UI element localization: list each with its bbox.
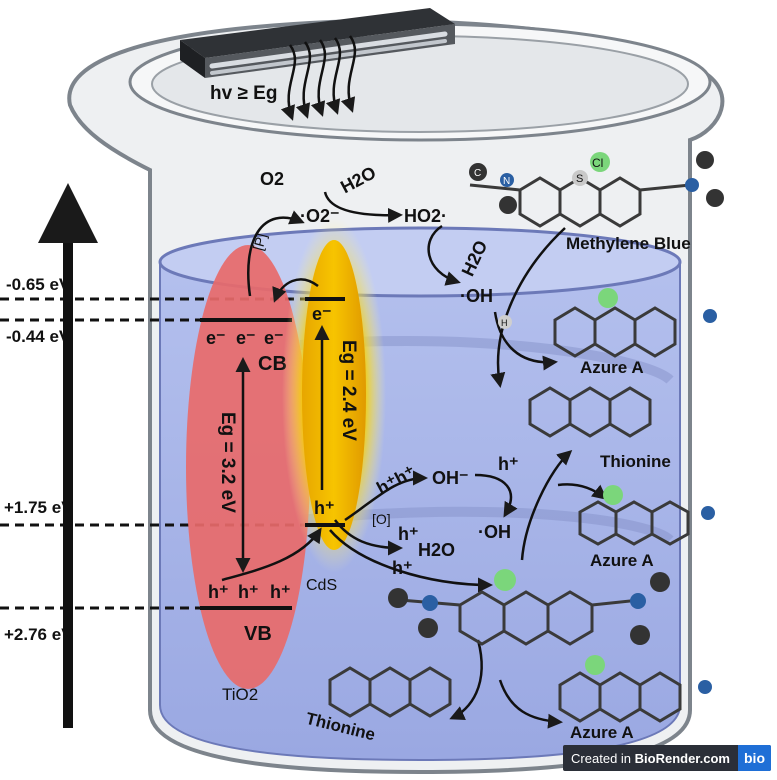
- carbon-atom-3: [696, 151, 714, 169]
- biorender-logo: bio: [738, 745, 771, 771]
- nitrogen-label-1: N: [503, 176, 510, 187]
- nitrogen-atom-1: [500, 173, 514, 187]
- h-plus-c-label: h⁺: [392, 558, 413, 578]
- nitrogen-atom-7: [698, 680, 712, 694]
- sulfur-atom-1: [572, 170, 588, 186]
- tio2-name: TiO2: [222, 685, 258, 704]
- tio2-hole-2: h⁺: [238, 582, 259, 602]
- biorender-watermark: Created in BioRender.com bio: [563, 745, 771, 771]
- cds-hole: h⁺: [314, 498, 335, 518]
- hydrogen-atom-1: [498, 315, 512, 329]
- tio2-electron-2: e⁻: [236, 328, 256, 348]
- chlorine-atom-4: [494, 569, 516, 591]
- tio2-hole-1: h⁺: [208, 582, 229, 602]
- atom-spheres: Cl S C N H: [388, 151, 724, 694]
- transfer-arrows: [221, 191, 608, 729]
- sulfur-label-1: S: [576, 173, 583, 185]
- tio2-gap-label: Eg = 3.2 eV: [217, 412, 238, 513]
- lamp-label: hv ≥ Eg: [210, 83, 277, 104]
- carbon-atom-8: [630, 625, 650, 645]
- h-plus-a-label: h⁺: [498, 454, 519, 474]
- cds-gap-label: Eg = 2.4 eV: [338, 340, 359, 441]
- watermark-prefix: Created in: [571, 750, 635, 766]
- methylene-blue-label: Methylene Blue: [566, 234, 691, 253]
- carbon-atom-6: [418, 618, 438, 638]
- chlorine-atom-1: [590, 152, 610, 172]
- uv-lamp: [180, 8, 455, 78]
- oh-minus-label: OH⁻: [432, 468, 469, 488]
- nitrogen-atom-3: [703, 309, 717, 323]
- energy-level-labels: -0.65 eV -0.44 eV +1.75 eV +2.76 eV: [4, 275, 73, 644]
- energy-level-4: +2.76 eV: [4, 625, 73, 644]
- energy-level-3: +1.75 eV: [4, 498, 73, 517]
- carbon-atom-4: [706, 189, 724, 207]
- uv-light-rays: [280, 35, 357, 121]
- o-bracket: [O]: [372, 511, 391, 527]
- carbon-atom-5: [388, 588, 408, 608]
- chlorine-atom-3: [603, 485, 623, 505]
- nitrogen-atom-4: [701, 506, 715, 520]
- carbon-atom-2: [499, 196, 517, 214]
- h-plus-b-label: h⁺: [398, 524, 419, 544]
- energy-level-1: -0.65 eV: [6, 275, 71, 294]
- chlorine-label-1: Cl: [592, 156, 603, 170]
- carbon-atom-1: [469, 163, 487, 181]
- chlorine-atom-2: [598, 288, 618, 308]
- nitrogen-atom-2: [685, 178, 699, 192]
- azure-a-label-2: Azure A: [590, 551, 654, 570]
- h2o-low-label: H2O: [418, 540, 455, 560]
- hydrogen-label-1: H: [501, 318, 508, 328]
- watermark-text: Created in BioRender.com: [563, 751, 738, 766]
- nitrogen-atom-6: [630, 593, 646, 609]
- ho2-label: HO2·: [404, 206, 447, 226]
- o2-radical-label: ·O2⁻: [300, 206, 340, 226]
- azure-a-label-1: Azure A: [580, 358, 644, 377]
- carbon-label-1: C: [474, 168, 481, 179]
- nitrogen-atom-5: [422, 595, 438, 611]
- tio2-electron-1: e⁻: [206, 328, 226, 348]
- cds-name: CdS: [306, 577, 337, 594]
- azure-a-label-3: Azure A: [570, 723, 634, 742]
- thionine-label-1: Thionine: [600, 452, 671, 471]
- oh-radical-2-label: ·OH: [478, 522, 511, 542]
- watermark-brand: BioRender.com: [634, 750, 730, 766]
- carbon-atom-7: [650, 572, 670, 592]
- o2-label: O2: [260, 169, 284, 189]
- p-bracket: [P]: [250, 231, 270, 252]
- oh-radical-label: ·OH: [460, 286, 493, 306]
- tio2-cb-label: CB: [258, 353, 287, 375]
- tio2-vb-label: VB: [244, 623, 272, 645]
- tio2-hole-3: h⁺: [270, 582, 291, 602]
- tio2-electron-3: e⁻: [264, 328, 284, 348]
- energy-level-2: -0.44 eV: [6, 327, 71, 346]
- cds-electron: e⁻: [312, 304, 332, 324]
- chlorine-atom-5: [585, 655, 605, 675]
- cds-particle: [302, 240, 366, 550]
